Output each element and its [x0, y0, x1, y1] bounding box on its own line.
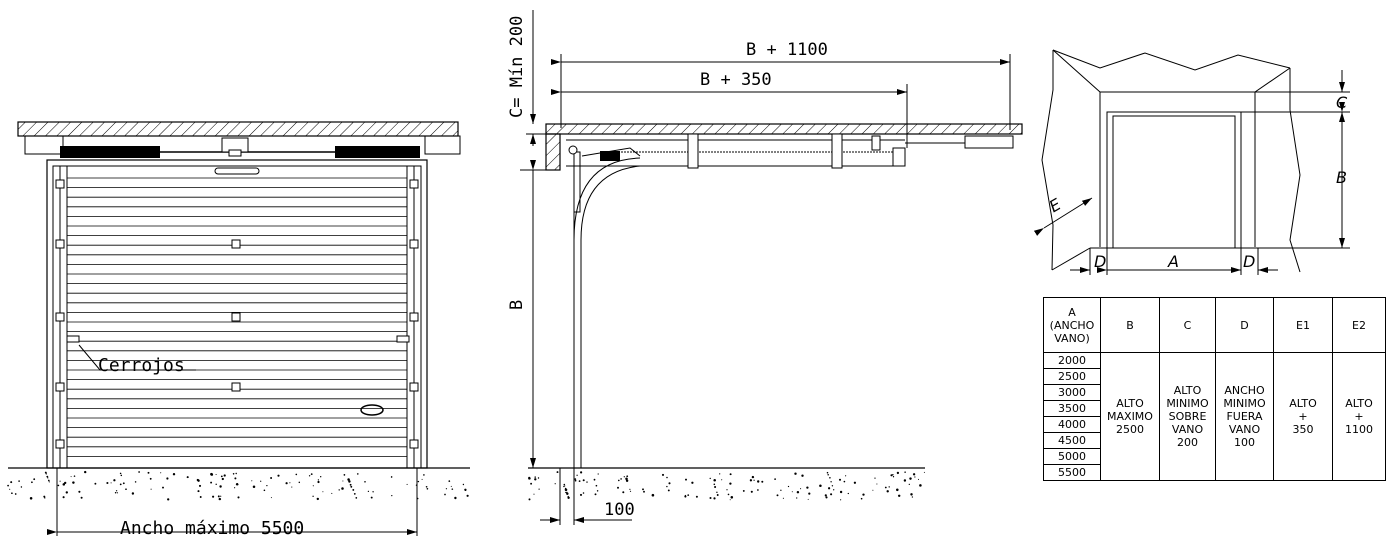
- opening-label-b: B: [1336, 168, 1347, 187]
- width-cell: 2500: [1043, 368, 1101, 385]
- bolts-leader: [78, 344, 196, 371]
- c-value: ALTO MINIMO SOBRE VANO 200: [1159, 352, 1216, 481]
- opening-label-d-right: D: [1243, 252, 1256, 271]
- header-e2: E2: [1332, 297, 1386, 353]
- b-value: ALTO MAXIMO 2500: [1100, 352, 1160, 481]
- table-row: 5500: [1043, 464, 1386, 481]
- door-handle: [360, 404, 384, 416]
- table-row: 3500: [1043, 400, 1386, 417]
- max-width-label: Ancho máximo 5500: [120, 518, 305, 539]
- dim-c-min-label: C= Mín 200: [507, 15, 527, 118]
- opening-label-d-left: D: [1094, 252, 1107, 271]
- table-row: 4000: [1043, 416, 1386, 433]
- width-cell: 3000: [1043, 384, 1101, 401]
- width-cell: 2000: [1043, 352, 1101, 369]
- right-spring: [335, 146, 420, 158]
- spec-table-header-row: A (ANCHO VANO) B C D E1 E2: [1043, 297, 1386, 353]
- table-row: 3000: [1043, 384, 1386, 401]
- door-panels: [67, 177, 407, 457]
- opening-label-a: A: [1168, 252, 1179, 271]
- header-d: D: [1215, 297, 1274, 353]
- dim-b-plus-350-label: B + 350: [700, 70, 772, 90]
- opening-label-c: C: [1336, 93, 1348, 112]
- width-cell: 4000: [1043, 416, 1101, 433]
- bolts-label: Cerrojos: [98, 355, 185, 376]
- e1-value: ALTO + 350: [1273, 352, 1333, 481]
- side-view: [520, 10, 1023, 525]
- ground-speckle: [7, 470, 925, 501]
- left-spring: [60, 146, 160, 158]
- left-bolt: [66, 335, 80, 343]
- front-view: [8, 121, 470, 536]
- width-cell: 3500: [1043, 400, 1101, 417]
- operator-motor: [964, 135, 1014, 149]
- header-b: B: [1100, 297, 1160, 353]
- table-row: 5000: [1043, 448, 1386, 465]
- dim-b-plus-1100-label: B + 1100: [746, 40, 828, 60]
- e2-value: ALTO + 1100: [1332, 352, 1386, 481]
- opening-view: [1033, 49, 1350, 275]
- width-cell: 4500: [1043, 432, 1101, 449]
- table-row: 2000 ALTO MAXIMO 2500 ALTO MINIMO SOBRE …: [1043, 352, 1386, 481]
- front-lintel: [17, 121, 459, 137]
- table-row: 2500: [1043, 368, 1386, 385]
- width-cell: 5500: [1043, 464, 1101, 481]
- dim-b-label: B: [507, 299, 527, 310]
- width-cell: 5000: [1043, 448, 1101, 465]
- header-a: A (ANCHO VANO): [1043, 297, 1101, 353]
- side-ceiling: [545, 123, 1023, 135]
- d-value: ANCHO MINIMO FUERA VANO 100: [1215, 352, 1274, 481]
- right-bolt: [396, 335, 410, 343]
- spec-table: A (ANCHO VANO) B C D E1 E2 2000 ALTO MAX…: [1043, 297, 1386, 481]
- header-c: C: [1159, 297, 1216, 353]
- header-e1: E1: [1273, 297, 1333, 353]
- dim-100-label: 100: [604, 500, 635, 520]
